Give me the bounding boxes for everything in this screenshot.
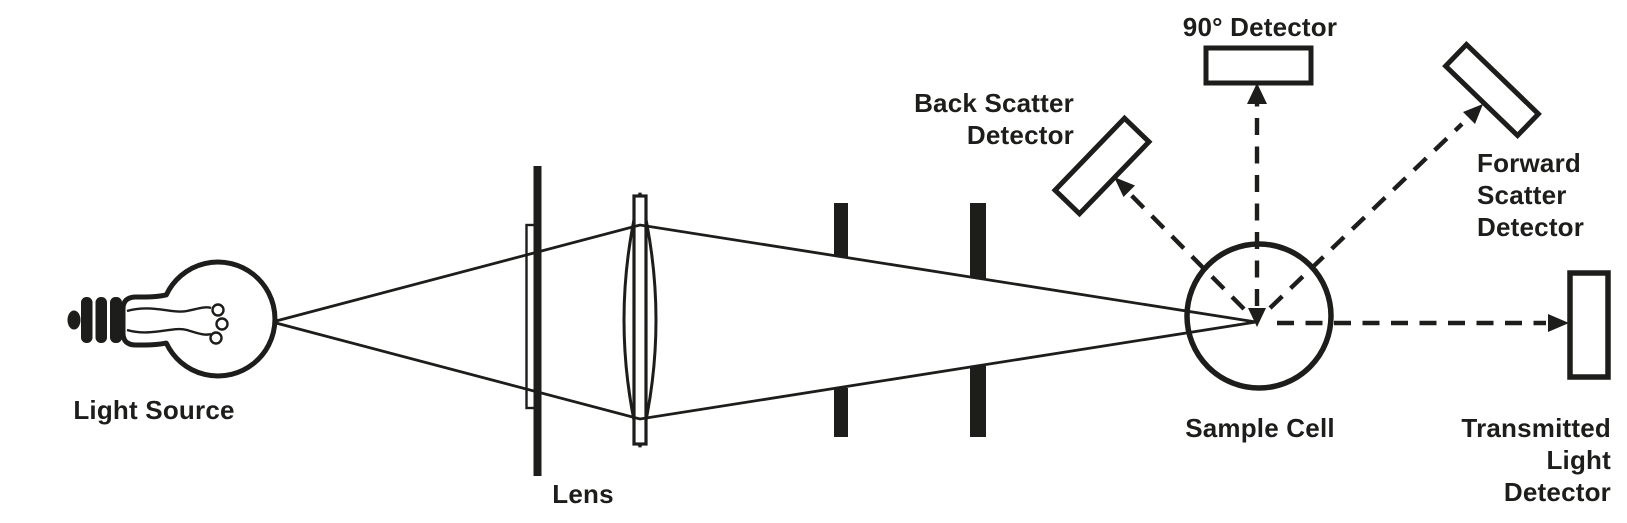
arrow-up-left-icon — [1114, 177, 1135, 197]
arrow-up-icon — [1247, 83, 1267, 104]
transmitted-light-detector-icon — [1567, 270, 1611, 380]
scattered-beams — [1128, 103, 1546, 326]
aperture-slits-icon — [834, 203, 986, 437]
light-source-icon — [67, 259, 278, 379]
filament-icon — [126, 303, 229, 345]
forward-scatter-beam — [1268, 122, 1464, 310]
back-scatter-detector-icon — [1051, 114, 1153, 218]
light-beam-rays — [275, 223, 1257, 421]
forward-scatter-detector-icon — [1442, 40, 1542, 140]
ninety-degree-detector-label: 90° Detector — [1182, 12, 1338, 42]
filter-plate-icon — [525, 166, 542, 476]
arrow-down-icon — [1248, 308, 1266, 327]
beam-arrowheads — [1114, 83, 1569, 332]
arrow-right-icon — [1548, 314, 1569, 332]
lens-icon — [622, 192, 658, 448]
back-scatter-detector-label: Back Scatter Detector — [914, 88, 1074, 150]
sample-cell-label: Sample Cell — [1185, 413, 1335, 443]
lens-label: Lens — [552, 479, 614, 509]
arrow-up-right-icon — [1463, 104, 1483, 124]
transmitted-light-detector-label: Transmitted Light Detector — [1461, 413, 1611, 507]
ninety-degree-detector-icon — [1203, 45, 1314, 86]
light-source-label: Light Source — [73, 395, 235, 425]
forward-scatter-detector-label: Forward Scatter Detector — [1477, 148, 1585, 242]
